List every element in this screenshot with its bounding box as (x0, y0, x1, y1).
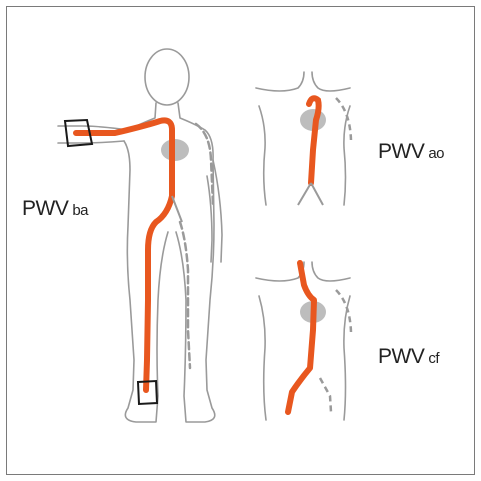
label-pwv-cf-main: PWV (378, 345, 424, 368)
torso-ao (256, 72, 350, 205)
label-pwv-ao-main: PWV (378, 140, 424, 163)
iliac-branch (172, 196, 182, 222)
label-pwv-ba-sub: ba (72, 202, 88, 219)
label-pwv-ba-main: PWV (22, 197, 68, 220)
head-outline (145, 49, 189, 105)
label-pwv-ao-sub: ao (428, 145, 444, 162)
bifurcation-ao (298, 183, 323, 205)
torso-cf-dashed-leg (320, 378, 331, 412)
torso-cf-dashed (336, 290, 351, 332)
artery-cf (288, 263, 314, 412)
cuffs (65, 120, 157, 404)
label-pwv-cf-sub: cf (428, 350, 439, 367)
full-body-figure (58, 49, 222, 422)
